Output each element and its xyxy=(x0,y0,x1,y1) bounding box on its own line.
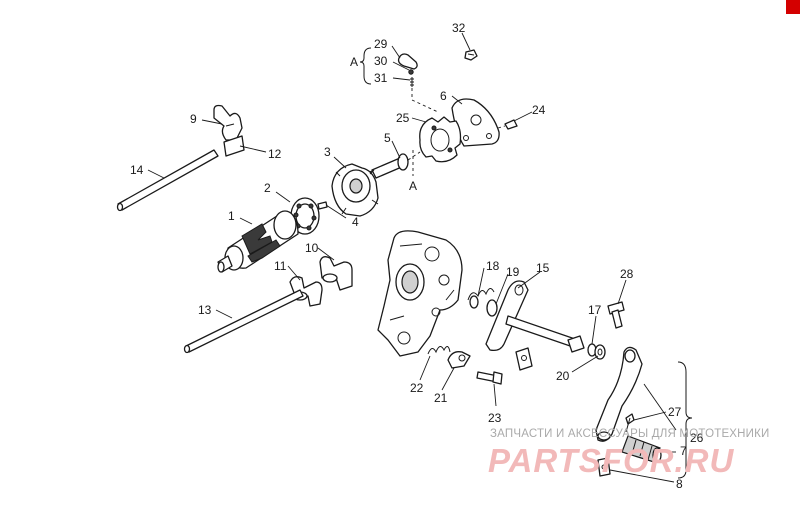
part-22 xyxy=(427,346,451,355)
part-15 xyxy=(485,280,585,353)
callout-8: 8 xyxy=(676,477,683,491)
part-4 xyxy=(317,201,328,210)
callout-21: 21 xyxy=(434,391,448,405)
part-23 xyxy=(476,371,503,385)
callout-18: 18 xyxy=(486,259,500,273)
part-28 xyxy=(607,301,625,329)
part-3 xyxy=(331,163,379,217)
group-marker-a-bottom: A xyxy=(409,179,417,193)
callout-6: 6 xyxy=(440,89,447,103)
part-7 xyxy=(621,435,662,463)
callout-9: 9 xyxy=(190,112,197,126)
callout-12: 12 xyxy=(268,147,282,161)
leader-lines xyxy=(147,32,677,483)
part-12 xyxy=(223,135,245,157)
callout-3: 3 xyxy=(324,145,331,159)
callout-labels: 29 30 31 A 32 6 24 25 5 A 3 4 2 1 9 12 1… xyxy=(130,21,704,491)
part-20 xyxy=(594,344,606,360)
callout-24: 24 xyxy=(532,103,546,117)
part-18 xyxy=(467,288,495,309)
callout-20: 20 xyxy=(556,369,570,383)
part-5 xyxy=(359,153,409,183)
callout-19: 19 xyxy=(506,265,520,279)
bracket-a xyxy=(359,47,372,85)
watermark-logo: PARTSFOR.RU xyxy=(488,442,734,479)
crankcase xyxy=(377,230,463,357)
part-31 xyxy=(410,77,414,87)
part-24 xyxy=(497,119,518,130)
callout-13: 13 xyxy=(198,303,212,317)
callout-11: 11 xyxy=(274,259,287,273)
part-21 xyxy=(447,351,471,369)
callout-25: 25 xyxy=(396,111,410,125)
callout-10: 10 xyxy=(305,241,319,255)
callout-15: 15 xyxy=(536,261,550,275)
callout-2: 2 xyxy=(264,181,271,195)
callout-29: 29 xyxy=(374,37,388,51)
part-10 xyxy=(319,256,353,291)
callout-17: 17 xyxy=(588,303,602,317)
callout-14: 14 xyxy=(130,163,144,177)
part-25 xyxy=(419,116,462,163)
callout-30: 30 xyxy=(374,54,388,68)
watermark-caption: ЗАПЧАСТИ И АКСЕССУАРЫ ДЛЯ МОТОТЕХНИКИ xyxy=(490,428,770,440)
callout-27: 27 xyxy=(668,405,682,419)
callout-26: 26 xyxy=(690,431,704,445)
callout-5: 5 xyxy=(384,131,391,145)
part-11 xyxy=(289,276,323,307)
callout-28: 28 xyxy=(620,267,634,281)
callout-32: 32 xyxy=(452,21,466,35)
part-14 xyxy=(116,149,219,212)
part-30 xyxy=(408,69,414,75)
callout-23: 23 xyxy=(488,411,502,425)
callout-31: 31 xyxy=(374,71,388,85)
part-9 xyxy=(213,104,243,141)
bracket-26 xyxy=(677,361,693,479)
corner-badge xyxy=(786,0,800,14)
part-29 xyxy=(397,53,418,70)
part-32 xyxy=(464,49,478,61)
part-6 xyxy=(451,98,500,147)
part-1 xyxy=(217,210,299,273)
part-26 xyxy=(595,346,643,442)
callout-7: 7 xyxy=(680,444,687,458)
callout-22: 22 xyxy=(410,381,424,395)
part-15-clip xyxy=(515,347,533,371)
watermark: ЗАПЧАСТИ И АКСЕССУАРЫ ДЛЯ МОТОТЕХНИКИ PA… xyxy=(488,428,770,479)
part-13 xyxy=(183,289,304,354)
part-8 xyxy=(597,457,611,477)
callout-1: 1 xyxy=(228,209,235,223)
group-marker-a-top: A xyxy=(350,55,358,69)
callout-4: 4 xyxy=(352,215,359,229)
